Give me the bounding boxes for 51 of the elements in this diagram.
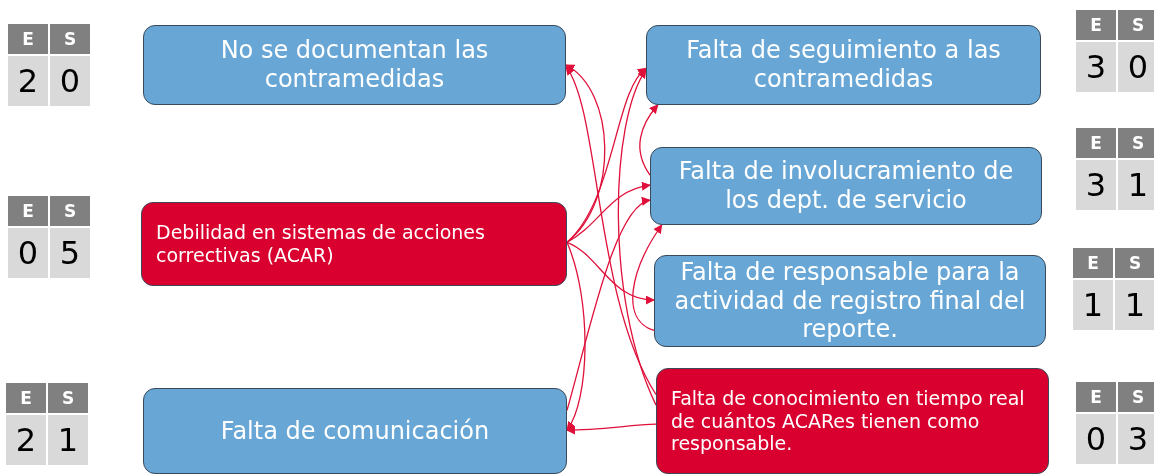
arrow	[617, 69, 657, 406]
arrow	[566, 241, 586, 431]
column-header: S	[50, 24, 90, 54]
cause-box	[656, 368, 1049, 474]
cause-box	[646, 25, 1041, 105]
arrow	[566, 182, 651, 243]
count-cell: 3	[1118, 414, 1154, 464]
count-cell: 1	[1118, 160, 1154, 210]
count-cell: 1	[1073, 280, 1113, 330]
count-cell: 0	[8, 228, 48, 278]
cause-text: Falta de conocimiento en tiempo real de cuántos ACARes tienen como responsable.	[671, 386, 1026, 456]
count-cell: 0	[1118, 42, 1154, 92]
column-header: S	[1118, 10, 1154, 40]
column-header: S	[48, 383, 88, 413]
cause-text: Falta de responsable para la actividad de registro final del reporte.	[673, 257, 1027, 345]
arrow	[639, 104, 659, 176]
column-header: S	[1118, 128, 1154, 158]
column-header: E	[1076, 10, 1116, 40]
arrow	[566, 241, 655, 304]
column-header: S	[1115, 248, 1154, 278]
column-header: E	[1076, 128, 1116, 158]
count-cell: 0	[50, 56, 90, 106]
column-header: S	[1118, 382, 1154, 412]
cause-box	[143, 388, 567, 474]
arrow	[566, 67, 647, 243]
cause-text: Falta de seguimiento a las contramedidas	[685, 36, 1002, 94]
column-header: E	[1073, 248, 1113, 278]
cause-box	[143, 25, 566, 105]
cause-text: No se documentan las contramedidas	[219, 36, 490, 94]
count-cell: 3	[1076, 160, 1116, 210]
count-cell: 2	[8, 56, 48, 106]
arrow	[566, 199, 651, 411]
column-header: E	[8, 24, 48, 54]
count-cell: 0	[1076, 414, 1116, 464]
column-header: S	[50, 196, 90, 226]
cause-text: Debilidad en sistemas de acciones correctivas (ACAR)	[156, 221, 486, 267]
arrow	[566, 423, 657, 435]
arrow	[632, 224, 663, 332]
column-header: E	[6, 383, 46, 413]
count-cell: 2	[6, 415, 46, 465]
count-cell: 1	[48, 415, 88, 465]
count-cell: 3	[1076, 42, 1116, 92]
count-cell: 5	[50, 228, 90, 278]
cause-text: Falta de involucramiento de los dept. de servicio	[677, 157, 1015, 215]
column-header: E	[1076, 382, 1116, 412]
arrow	[565, 65, 657, 396]
cause-box	[141, 202, 567, 286]
column-header: E	[8, 196, 48, 226]
cause-text: Falta de comunicación	[220, 416, 490, 446]
count-cell: 1	[1115, 280, 1154, 330]
cause-box	[650, 147, 1042, 225]
